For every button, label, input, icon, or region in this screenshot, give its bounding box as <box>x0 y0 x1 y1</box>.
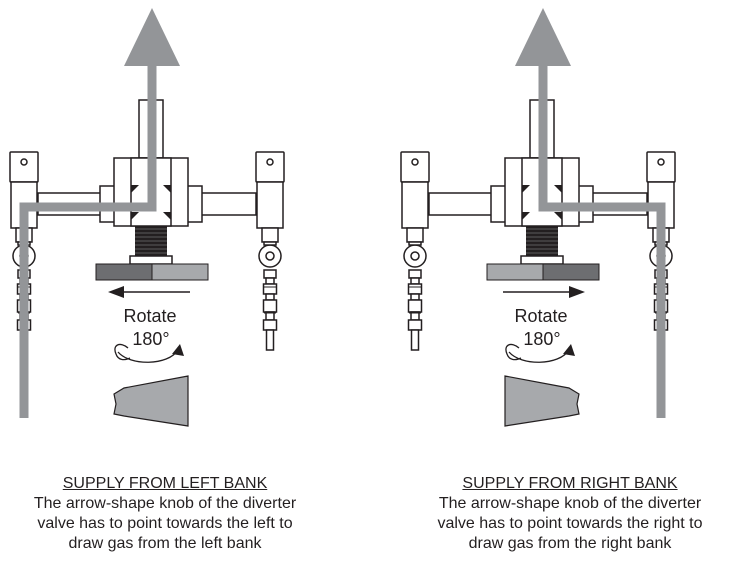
side-valve-left-fitting-3 <box>407 283 423 295</box>
rotation-curve-tail <box>114 343 131 361</box>
knob-plan-view <box>113 375 189 427</box>
manifold-pipe-left <box>428 192 496 216</box>
rotate-degrees-label: 180° <box>132 329 169 349</box>
caption-right-title: SUPPLY FROM RIGHT BANK <box>462 475 678 492</box>
side-valve-right-fitting-7 <box>262 319 278 331</box>
gas-flow-arrowhead <box>124 8 180 66</box>
gas-flow-arrowhead <box>515 8 571 66</box>
side-valve-left-body <box>401 181 429 229</box>
tee-corner-mark-4 <box>554 212 562 220</box>
side-valve-right-bracket <box>255 151 285 183</box>
side-valve-left-fitting-2 <box>410 277 420 285</box>
side-valve-left-fitting-5 <box>407 299 423 313</box>
side-valve-left-fitting-4 <box>410 293 420 301</box>
tee-corner-mark-2 <box>163 185 171 193</box>
side-valve-left-knurl <box>409 286 421 314</box>
rotate-direction-arrowhead <box>108 286 124 298</box>
side-valve-right-fitting-8 <box>265 329 275 351</box>
knob-half-light <box>486 263 544 281</box>
rotation-curve-arrowhead <box>563 344 575 356</box>
caption-left: SUPPLY FROM LEFT BANK The arrow-shape kn… <box>0 474 330 554</box>
knob-collar <box>129 255 173 265</box>
caption-right-line-1: The arrow-shape knob of the diverter <box>438 495 702 512</box>
side-valve-right-fitting-2 <box>265 277 275 285</box>
caption-right-line-3: draw gas from the right bank <box>468 535 672 552</box>
rotate-direction-arrowhead <box>569 286 585 298</box>
side-valve-right-fitting-4 <box>265 293 275 301</box>
rotation-curve-arrow <box>117 349 179 363</box>
side-valve-left-stem-nut <box>408 241 422 246</box>
manifold-pipe-right <box>199 192 257 216</box>
side-valve-right-mount-hole <box>266 158 274 166</box>
side-valve-right-fitting-1 <box>263 269 277 279</box>
gas-flow-path <box>538 60 666 418</box>
side-valve-left-handwheel-hub <box>410 251 420 261</box>
side-valve-right-fitting-5 <box>262 299 278 313</box>
knob-half-light <box>151 263 209 281</box>
side-valve-right-fitting-3 <box>262 283 278 295</box>
panel-supply-right: Rotate 180° <box>400 8 676 427</box>
caption-right: SUPPLY FROM RIGHT BANK The arrow-shape k… <box>405 474 734 554</box>
tee-corner-mark-3 <box>522 212 530 220</box>
side-valve-left-bracket <box>9 151 39 183</box>
side-valve-left-mount-hole <box>411 158 419 166</box>
side-valve-left-bracket <box>400 151 430 183</box>
side-valve-left-fitting-8 <box>410 329 420 351</box>
side-valve-right-neck <box>261 227 279 243</box>
side-valve-left-neck <box>406 227 424 243</box>
rotate-label: Rotate <box>123 306 176 326</box>
caption-left-line-3: draw gas from the left bank <box>68 535 262 552</box>
tee-corner-mark-3 <box>131 212 139 220</box>
rotation-curve-arrowhead <box>172 344 184 356</box>
side-valve-right-stem-nut <box>263 241 277 246</box>
side-valve-right-handwheel-hub <box>265 251 275 261</box>
rotation-curve-tail <box>505 343 522 361</box>
side-valve-right-knurl <box>264 286 276 314</box>
caption-left-line-2: valve has to point towards the left to <box>37 515 293 532</box>
knob-half-dark <box>95 263 153 281</box>
tee-corner-mark-2 <box>554 185 562 193</box>
side-valve-right-body <box>256 181 284 229</box>
side-valve-right-bracket <box>646 151 676 183</box>
caption-left-title: SUPPLY FROM LEFT BANK <box>62 475 268 492</box>
rotate-label: Rotate <box>514 306 567 326</box>
knob-collar <box>520 255 564 265</box>
tee-corner-mark-4 <box>163 212 171 220</box>
side-valve-right-mount-hole <box>657 158 665 166</box>
rotate-degrees-label: 180° <box>523 329 560 349</box>
side-valve-left-fitting-1 <box>408 269 422 279</box>
knob-plan-view <box>504 375 580 427</box>
caption-right-line-2: valve has to point towards the right to <box>437 515 703 532</box>
knob-half-dark <box>542 263 600 281</box>
tee-corner-mark-1 <box>131 185 139 193</box>
panel-supply-left: Rotate 180° <box>9 8 285 427</box>
side-valve-left-fitting-7 <box>407 319 423 331</box>
rotation-curve-arrow <box>508 349 570 363</box>
tee-corner-mark-1 <box>522 185 530 193</box>
caption-left-line-1: The arrow-shape knob of the diverter <box>33 495 297 512</box>
gas-flow-path <box>19 60 157 418</box>
side-valve-left-mount-hole <box>20 158 28 166</box>
